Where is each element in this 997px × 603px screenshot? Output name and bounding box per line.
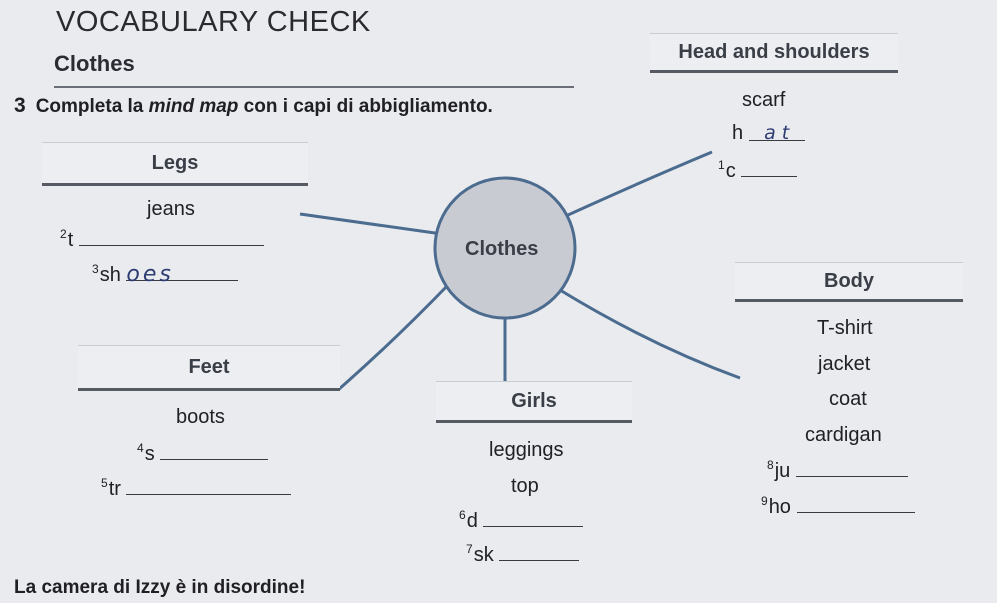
- girls-label: Girls: [511, 389, 557, 412]
- gap-8-number: 8: [767, 458, 774, 473]
- gap-2-prefix: t: [67, 229, 74, 251]
- gap-7-number: 7: [466, 542, 473, 557]
- gap-5-number: 5: [101, 476, 108, 491]
- feet-label: Feet: [188, 355, 230, 378]
- gap-2-number: 2: [60, 227, 67, 242]
- gap-1-blank[interactable]: [741, 158, 798, 177]
- gap-7-blank[interactable]: [499, 542, 580, 561]
- gap-4-number: 4: [137, 441, 144, 456]
- top-word: top: [511, 475, 539, 497]
- gap-7-prefix: sk: [473, 544, 494, 566]
- hat-prefix: h: [732, 122, 744, 144]
- gap-2: 2t: [60, 227, 264, 252]
- gap-6-blank[interactable]: [483, 508, 584, 527]
- footer-text: La camera di Izzy è in disordine!: [14, 577, 306, 598]
- section-rule: [54, 86, 574, 88]
- hat-answer[interactable]: a t: [748, 122, 805, 144]
- girls-box: Girls: [436, 381, 632, 423]
- gap-5-blank[interactable]: [126, 476, 292, 495]
- gap-9-prefix: ho: [768, 496, 791, 518]
- gap-3-answer[interactable]: oes: [126, 262, 239, 287]
- gap-7: 7sk: [466, 542, 580, 567]
- boots-word: boots: [176, 406, 225, 428]
- gap-3-prefix: sh: [99, 264, 121, 286]
- page-title: VOCABULARY CHECK: [56, 6, 371, 38]
- head-shoulders-label: Head and shoulders: [678, 40, 870, 63]
- exercise-text-before: Completa la: [35, 96, 149, 117]
- legs-box: Legs: [42, 142, 308, 186]
- tshirt-word: T-shirt: [817, 317, 873, 339]
- body-label: Body: [824, 269, 874, 292]
- leggings-word: leggings: [489, 439, 564, 461]
- gap-1: 1c: [718, 158, 798, 183]
- gap-5-prefix: tr: [108, 478, 121, 500]
- gap-8-blank[interactable]: [795, 458, 908, 477]
- gap-6: 6d: [459, 508, 584, 533]
- exercise-text-italic: mind map: [148, 96, 239, 117]
- gap-9-blank[interactable]: [796, 494, 915, 513]
- coat-word: coat: [829, 388, 867, 410]
- head-shoulders-box: Head and shoulders: [650, 33, 898, 73]
- gap-1-number: 1: [718, 158, 725, 173]
- exercise-number: 3: [14, 94, 26, 117]
- jeans-word: jeans: [147, 198, 195, 220]
- body-box: Body: [735, 262, 963, 302]
- gap-4-prefix: s: [144, 443, 155, 465]
- exercise-instruction: 3 Completa la mind map con i capi di abbi…: [14, 94, 493, 118]
- jacket-word: jacket: [818, 353, 871, 375]
- legs-label: Legs: [151, 151, 199, 174]
- gap-9-number: 9: [761, 494, 768, 509]
- scarf-word: scarf: [742, 89, 786, 111]
- center-circle: [433, 176, 577, 320]
- gap-1-prefix: c: [725, 160, 736, 182]
- gap-8-prefix: ju: [774, 460, 791, 482]
- hat-gap: h a t: [732, 122, 805, 145]
- cardigan-word: cardigan: [805, 424, 882, 446]
- gap-5: 5tr: [101, 476, 292, 501]
- exercise-text-after: con i capi di abbigliamento.: [238, 96, 493, 117]
- gap-9: 9ho: [761, 494, 915, 519]
- gap-4: 4s: [137, 441, 269, 466]
- section-title: Clothes: [54, 51, 135, 76]
- gap-6-number: 6: [459, 508, 466, 523]
- gap-6-prefix: d: [466, 510, 478, 532]
- gap-8: 8ju: [767, 458, 908, 483]
- gap-3: 3sh oes: [92, 262, 239, 287]
- gap-3-number: 3: [92, 262, 99, 277]
- gap-2-blank[interactable]: [78, 227, 264, 246]
- center-label: Clothes: [465, 238, 539, 260]
- gap-4-blank[interactable]: [160, 441, 269, 460]
- feet-box: Feet: [78, 345, 340, 391]
